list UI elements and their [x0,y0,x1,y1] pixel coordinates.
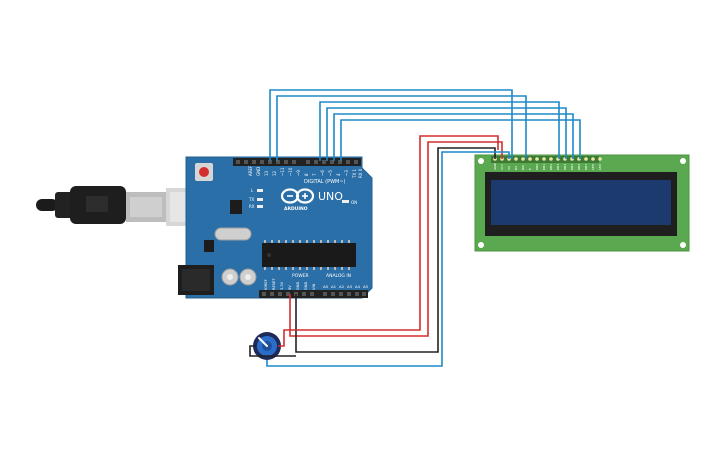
wire-pin12-rs [269,89,513,161]
lcd-pin-db2: DB2 [549,164,553,170]
arduino-logo [280,188,315,204]
analog-header[interactable] [320,290,368,298]
pin-label-6: ~6 [320,170,325,176]
usb-chip [230,200,242,214]
lcd-pin-db7: DB7 [584,164,588,170]
lcd-pin-db1: DB1 [542,164,546,170]
pin-label-gnd-1: GND [296,282,300,290]
wire-pin5-db4 [319,101,560,161]
status-leds: L TX RX ON [248,188,357,209]
analog-label: ANALOG IN [326,273,351,279]
pin-label-a5: A5 [363,284,369,289]
lcd-pin-gnd: GND [493,162,497,170]
lcd-pin-v0: V0 [507,166,511,170]
arduino-uno-board[interactable]: DIGITAL (PWM~) AREF GND 13 12 ~11 ~10 ~9… [178,156,373,299]
pin-label-a0: A0 [323,284,329,289]
lcd-pin-db6: DB6 [577,164,581,170]
wire-pot-gnd [249,345,296,357]
lcd-16x2-module[interactable]: GND VCC V0 RS RW E DB0 DB1 DB2 DB3 DB4 D… [474,154,690,252]
wire-pin3-db6 [333,113,574,161]
pin-label-8: 8 [304,173,309,176]
pin-label-tx1: TX 1 [352,169,357,179]
pin-label-gnd-2: GND [304,282,308,290]
reset-button[interactable] [195,163,213,181]
wire-pin4-db5 [326,107,567,161]
pin-label-5v: 5V [288,285,292,290]
potentiometer[interactable] [253,332,281,360]
lcd-pin-rw: RW [521,165,525,170]
pin-label-10: ~10 [288,167,293,176]
pin-label-a3: A3 [347,284,353,289]
digital-pin-labels: AREF GND 13 12 ~11 ~10 ~9 8 7 ~6 ~5 4 ~3… [248,165,363,179]
voltage-regulator [204,240,214,252]
power-wires[interactable] [249,135,510,367]
lcd-pin-led-k: LED [598,163,602,170]
wire-pot-5v [278,135,499,347]
pin-label-5: ~5 [328,170,333,176]
pin-label-aref: AREF [248,165,253,176]
wire-pot-wiper-v0 [266,151,510,367]
pin-label-vin: VIN [312,283,316,290]
pin-label-7: 7 [312,173,317,176]
lcd-pin-led-a: LED [591,163,595,170]
crystal-oscillator [214,227,252,241]
pin-label-a2: A2 [339,284,345,289]
pin-label-gnd: GND [256,167,261,176]
wire-pin11-e [276,95,527,161]
wire-pin2-db7 [340,119,581,161]
board-brand: ARDUINO [284,206,308,212]
lcd-pin-db0: DB0 [535,164,539,170]
wire-gnd-lcd-gnd [295,147,496,353]
led-label-rx: RX [249,204,255,209]
board-model: UNO [318,190,343,203]
led-label-tx: TX [248,197,254,202]
dc-power-jack[interactable] [178,265,214,295]
led-label-l: L [251,188,254,193]
lcd-pin-rs: RS [514,166,518,170]
analog-pin-labels: A0 A1 A2 A3 A4 A5 [323,284,369,289]
atmega-chip [262,240,356,270]
capacitors [221,268,257,286]
pin-label-4: 4 [336,173,341,176]
lcd-pin-vcc: VCC [500,164,504,170]
power-pin-labels: IOREF RESET 3.3V 5V GND GND VIN [264,278,316,290]
digital-header[interactable] [233,158,361,166]
pin-label-a4: A4 [355,284,361,289]
pin-label-12: 12 [272,170,277,176]
pin-label-13: 13 [264,170,269,176]
lcd-pin-header[interactable] [491,156,602,163]
pin-label-9: ~9 [296,170,301,176]
pin-label-rx0: RX 0 [358,168,363,178]
pin-label-reset: RESET [272,278,276,290]
pin-label-3v3: 3.3V [280,281,284,290]
pin-label-a1: A1 [331,284,337,289]
lcd-screen [491,180,671,225]
pin-label-3: ~3 [344,170,349,176]
data-wires[interactable] [269,89,581,161]
pin-label-ioref: IOREF [264,279,268,290]
pin-label-11: ~11 [280,167,285,176]
digital-header-label: DIGITAL (PWM~) [304,179,346,185]
power-label: POWER [292,273,309,279]
lcd-pin-e: E [528,168,532,170]
lcd-pin-db5: DB5 [570,164,574,170]
lcd-pin-db3: DB3 [556,164,560,170]
wire-5v-lcd-vcc [289,141,503,337]
led-label-on: ON [351,200,357,205]
lcd-pin-db4: DB4 [563,164,567,170]
lcd-pin-labels: GND VCC V0 RS RW E DB0 DB1 DB2 DB3 DB4 D… [493,162,602,170]
